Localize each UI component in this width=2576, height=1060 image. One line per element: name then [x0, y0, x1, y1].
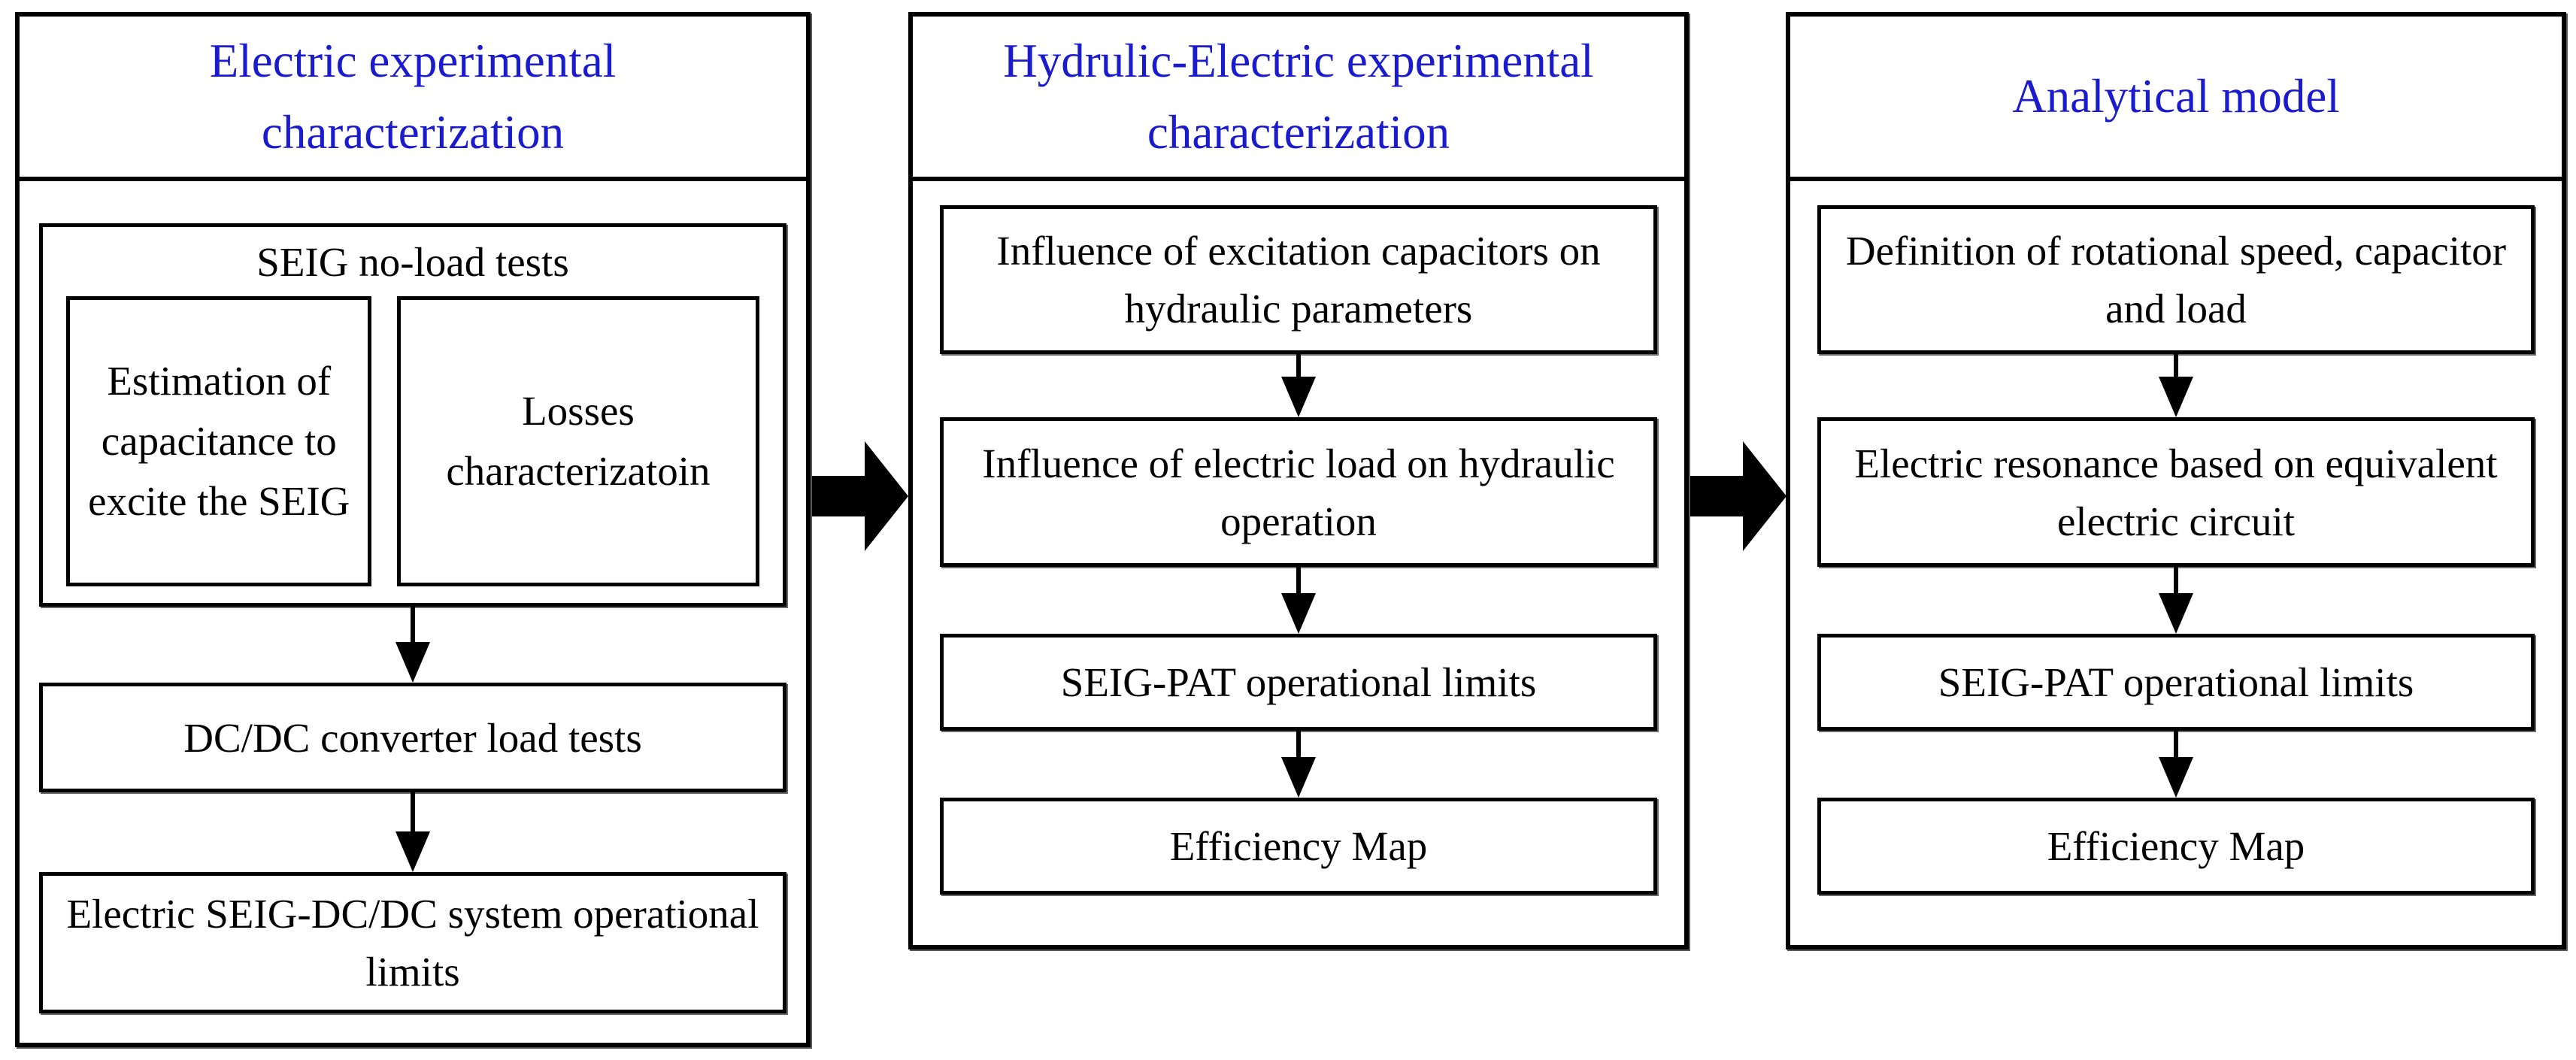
down-arrow-icon — [1281, 354, 1316, 417]
down-arrow-head — [395, 642, 430, 683]
box-definition-rotational-speed: Definition of rotational speed, capacito… — [1817, 205, 2535, 354]
down-arrow-head — [1281, 593, 1316, 634]
down-arrow-icon — [1281, 731, 1316, 798]
box-influence-electric-load: Influence of electric load on hydraulic … — [940, 417, 1657, 567]
down-arrow-stem — [2174, 731, 2178, 757]
down-arrow-icon — [2159, 354, 2193, 417]
down-arrow-stem — [1296, 731, 1301, 757]
down-arrow-icon — [2159, 731, 2193, 798]
down-arrow-head — [395, 831, 430, 872]
down-arrow-stem — [411, 607, 415, 642]
box-dcdc-converter-load-tests: DC/DC converter load tests — [39, 683, 786, 792]
seig-no-load-tests-label: SEIG no-load tests — [256, 238, 569, 285]
column-hydraulic-body: Influence of excitation capacitors on hy… — [913, 181, 1684, 895]
down-arrow-head — [1281, 757, 1316, 798]
column-electric-title: Electric experimental characterization — [209, 35, 617, 159]
down-arrow-stem — [2174, 354, 2178, 377]
right-block-arrow-tail — [1690, 476, 1743, 516]
right-block-arrow-tail — [812, 476, 865, 516]
down-arrow-stem — [2174, 567, 2178, 593]
down-arrow-icon — [2159, 567, 2193, 634]
down-arrow-stem — [1296, 354, 1301, 377]
box-electric-seig-dcdc-operational-limits: Electric SEIG-DC/DC system operational l… — [39, 872, 786, 1013]
right-block-arrow-icon — [1690, 441, 1787, 551]
down-arrow-icon — [1281, 567, 1316, 634]
column-hydraulic-header: Hydrulic-Electric experimental character… — [913, 17, 1684, 181]
box-seig-no-load-tests: SEIG no-load tests Estimation of capacit… — [39, 223, 786, 607]
column-analytical-title: Analytical model — [2012, 70, 2340, 123]
down-arrow-head — [1281, 377, 1316, 417]
down-arrow-head — [2159, 757, 2193, 798]
column-analytical-header: Analytical model — [1790, 17, 2562, 181]
seig-sub-boxes-row: Estimation of capacitance to excite the … — [43, 296, 783, 603]
right-block-arrow-icon — [812, 441, 908, 551]
box-electric-resonance: Electric resonance based on equivalent e… — [1817, 417, 2535, 567]
right-block-arrow-head — [865, 441, 908, 551]
box-seig-pat-operational-limits: SEIG-PAT operational limits — [940, 634, 1657, 731]
column-electric-experimental: Electric experimental characterization S… — [15, 12, 811, 1047]
column-hydraulic-title: Hydrulic-Electric experimental character… — [1003, 35, 1594, 159]
box-efficiency-map: Efficiency Map — [1817, 798, 2535, 895]
box-losses-characterization: Losses characterizatoin — [397, 296, 759, 586]
box-influence-excitation-capacitors: Influence of excitation capacitors on hy… — [940, 205, 1657, 354]
box-seig-pat-operational-limits: SEIG-PAT operational limits — [1817, 634, 2535, 731]
down-arrow-stem — [411, 792, 415, 831]
box-efficiency-map: Efficiency Map — [940, 798, 1657, 895]
column-hydraulic-electric: Hydrulic-Electric experimental character… — [908, 12, 1689, 949]
down-arrow-icon — [395, 607, 430, 683]
column-electric-header: Electric experimental characterization — [20, 17, 806, 181]
right-block-arrow-head — [1743, 441, 1787, 551]
box-estimation-of-capacitance: Estimation of capacitance to excite the … — [66, 296, 372, 586]
down-arrow-head — [2159, 377, 2193, 417]
down-arrow-head — [2159, 593, 2193, 634]
down-arrow-stem — [1296, 567, 1301, 593]
column-analytical-model: Analytical model Definition of rotationa… — [1786, 12, 2566, 949]
down-arrow-icon — [395, 792, 430, 872]
column-electric-body: SEIG no-load tests Estimation of capacit… — [20, 181, 806, 1013]
column-analytical-body: Definition of rotational speed, capacito… — [1790, 181, 2562, 895]
